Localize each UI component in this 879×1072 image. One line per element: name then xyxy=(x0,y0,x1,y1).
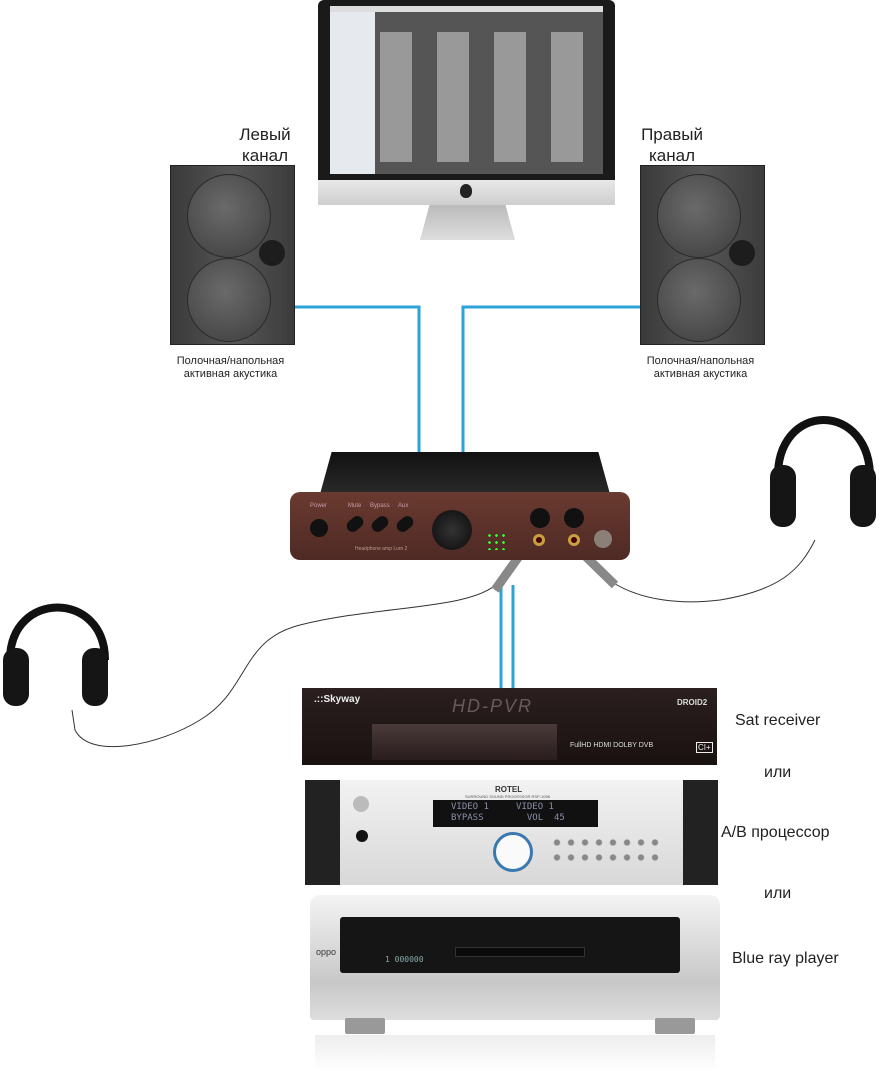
right-headphones xyxy=(770,416,876,527)
apple-logo-icon xyxy=(460,184,472,198)
right-speaker-cable xyxy=(461,305,640,456)
display-line-1: VIDEO 1 VIDEO 1 xyxy=(451,802,554,812)
processor-volume-knob[interactable] xyxy=(493,832,533,872)
bluray-brand: oppo xyxy=(316,947,337,957)
right-headphone-cord xyxy=(611,539,816,603)
photo-app-screen xyxy=(330,6,603,174)
or-label-1: или xyxy=(764,764,792,781)
input-jack xyxy=(594,530,612,548)
mute-label: Mute xyxy=(348,503,362,509)
right-channel-label: Правый канал xyxy=(641,125,703,165)
left-speaker xyxy=(170,165,295,345)
bluray-disc-tray xyxy=(455,947,585,957)
processor-buttons xyxy=(550,835,660,865)
processor-subtitle: SURROUND SOUND PROCESSOR RSP-1098 xyxy=(465,794,550,799)
right-speaker-caption: Полочная/напольная активная акустика xyxy=(646,355,755,380)
bluray-player-device: oppo 1 000000 xyxy=(310,895,720,1020)
left-gain-knob[interactable] xyxy=(530,508,550,528)
headphone-jack-2[interactable] xyxy=(568,534,580,546)
sat-receiver-label: Sat receiver xyxy=(735,712,821,729)
left-speaker-cable xyxy=(295,305,421,456)
sat-display: HD-PVR xyxy=(452,696,534,716)
av-processor-label: A/B процессор xyxy=(721,824,830,841)
amp-model-label: Headphone amp Lum 2 xyxy=(355,546,408,552)
level-leds xyxy=(486,532,508,550)
bluray-counter: 1 000000 xyxy=(385,955,424,964)
right-gain-knob[interactable] xyxy=(564,508,584,528)
left-headphone-cord xyxy=(71,582,499,748)
left-channel-label: Левый канал xyxy=(239,125,291,165)
volume-knob[interactable] xyxy=(432,510,472,550)
processor-brand: ROTEL xyxy=(495,785,523,794)
bluray-label: Blue ray player xyxy=(732,950,839,967)
aux-label: Aux xyxy=(398,503,409,509)
processor-power-button[interactable] xyxy=(353,796,369,812)
display-line-2: BYPASS VOL 45 xyxy=(451,813,565,823)
headphone-amplifier: Power Mute Bypass Aux Headphone amp Lum … xyxy=(290,452,630,560)
bypass-label: Bypass xyxy=(370,503,390,509)
av-processor-device: ROTEL SURROUND SOUND PROCESSOR RSP-1098 … xyxy=(305,780,718,885)
left-speaker-caption: Полочная/напольная активная акустика xyxy=(176,355,285,380)
power-button[interactable] xyxy=(310,519,328,537)
headphone-jack-1[interactable] xyxy=(533,534,545,546)
sat-brand: .::Skyway xyxy=(314,694,361,705)
sat-badges: FullHD HDMI DOLBY DVB xyxy=(570,742,654,749)
sat-model: DROID2 xyxy=(677,698,708,707)
left-headphones xyxy=(3,603,109,706)
sat-ci-badge: CI+ xyxy=(696,742,713,753)
sat-receiver-device: .::Skyway HD-PVR DROID2 FullHD HDMI DOLB… xyxy=(302,688,717,765)
right-speaker xyxy=(640,165,765,345)
or-label-2: или xyxy=(764,885,792,902)
imac-computer xyxy=(318,0,615,240)
processor-ir-sensor xyxy=(356,830,368,842)
power-label: Power xyxy=(310,503,328,509)
